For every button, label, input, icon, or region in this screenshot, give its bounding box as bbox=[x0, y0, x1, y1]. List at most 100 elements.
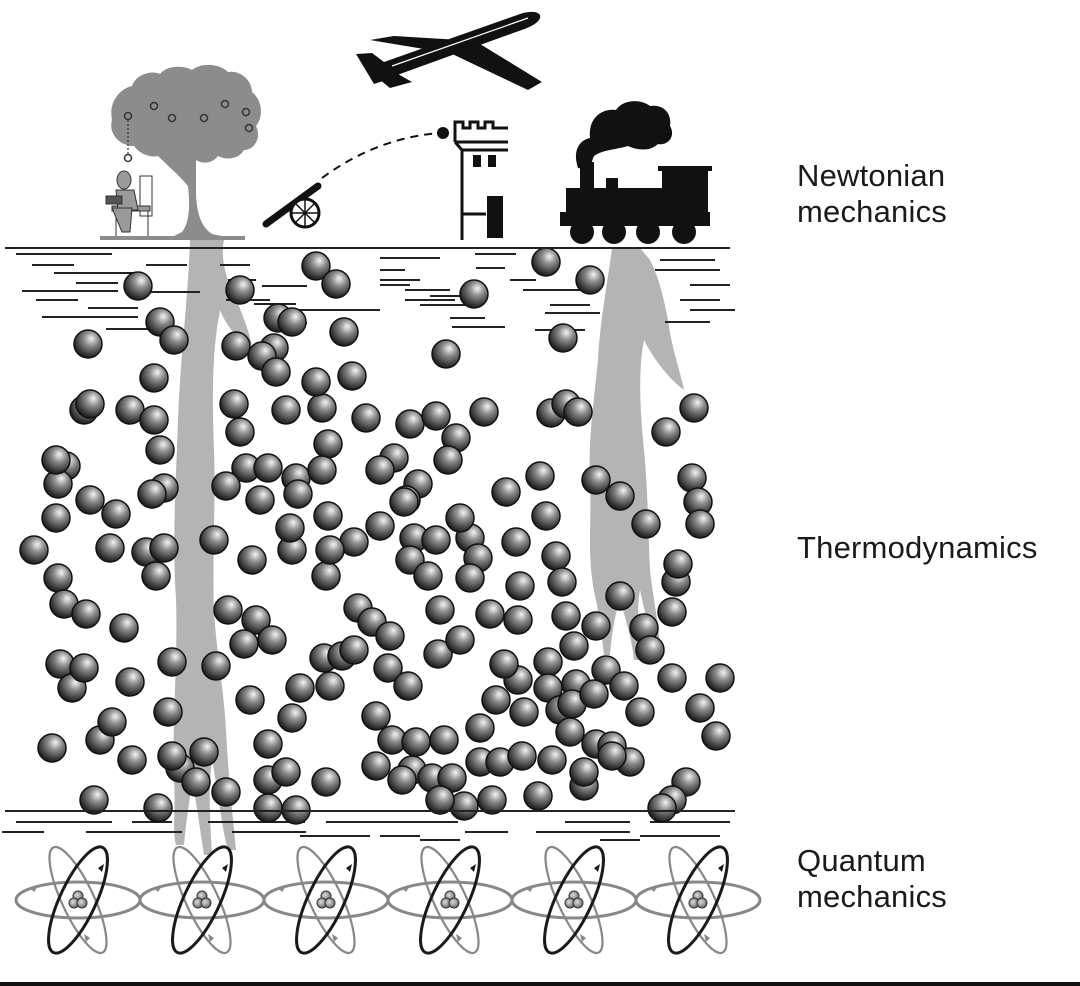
gas-molecule bbox=[685, 693, 715, 723]
gas-molecule bbox=[283, 479, 313, 509]
orbit-arrow bbox=[718, 864, 724, 872]
gas-molecule bbox=[425, 595, 455, 625]
gas-molecule bbox=[311, 561, 341, 591]
gas-molecule bbox=[547, 567, 577, 597]
gas-molecule bbox=[157, 741, 187, 771]
label-line: Thermodynamics bbox=[797, 530, 1038, 565]
orbit-arrow bbox=[98, 864, 104, 872]
gas-molecule bbox=[635, 635, 665, 665]
gas-molecule bbox=[329, 317, 359, 347]
gas-molecule bbox=[221, 331, 251, 361]
gas-molecule bbox=[705, 663, 735, 693]
gas-molecule bbox=[257, 625, 287, 655]
gas-molecule bbox=[301, 251, 331, 281]
orbit-tilted-gray bbox=[296, 845, 356, 955]
gas-molecule bbox=[235, 685, 265, 715]
orbit-arrow bbox=[222, 864, 228, 872]
gas-molecule bbox=[95, 533, 125, 563]
gas-molecule bbox=[657, 663, 687, 693]
orbit-tilted-dark bbox=[543, 845, 605, 955]
gas-molecule bbox=[321, 269, 351, 299]
gas-molecule bbox=[701, 721, 731, 751]
gas-molecule bbox=[101, 499, 131, 529]
gas-molecule bbox=[115, 667, 145, 697]
gas-molecule bbox=[211, 471, 241, 501]
gas-molecule bbox=[389, 487, 419, 517]
gas-molecule bbox=[219, 389, 249, 419]
orbit-tilted-dark bbox=[295, 845, 357, 955]
gas-molecule bbox=[189, 737, 219, 767]
gas-molecule bbox=[551, 601, 581, 631]
orbit-arrow bbox=[402, 886, 410, 892]
gas-molecule bbox=[361, 751, 391, 781]
gas-molecule bbox=[505, 571, 535, 601]
gas-molecule bbox=[75, 485, 105, 515]
orbit-tilted-gray bbox=[48, 845, 108, 955]
gas-molecule bbox=[365, 455, 395, 485]
gas-molecule bbox=[481, 685, 511, 715]
atom-icon bbox=[386, 845, 514, 955]
airplane-icon bbox=[356, 11, 542, 90]
gas-molecule bbox=[373, 653, 403, 683]
gas-molecule bbox=[445, 625, 475, 655]
orbit-arrow bbox=[208, 934, 214, 942]
gas-molecule bbox=[143, 793, 173, 823]
orbit-arrow bbox=[526, 886, 534, 892]
nucleus-icon bbox=[192, 890, 212, 909]
locomotive-root bbox=[589, 248, 684, 660]
orbit-tilted-dark bbox=[171, 845, 233, 955]
gas-molecule bbox=[159, 325, 189, 355]
gas-molecule bbox=[229, 629, 259, 659]
gas-molecule bbox=[149, 533, 179, 563]
gas-molecule bbox=[315, 671, 345, 701]
gas-molecule bbox=[71, 599, 101, 629]
gas-molecule bbox=[548, 323, 578, 353]
gas-molecule bbox=[433, 445, 463, 475]
gas-molecule bbox=[423, 639, 453, 669]
orbit-arrow bbox=[650, 886, 658, 892]
gas-molecule bbox=[491, 477, 521, 507]
gas-molecule bbox=[199, 525, 229, 555]
orbit-arrow bbox=[346, 864, 352, 872]
gas-molecule bbox=[387, 765, 417, 795]
gas-molecule bbox=[507, 741, 537, 771]
gas-molecule bbox=[579, 679, 609, 709]
newton-under-apple-tree-icon bbox=[100, 64, 261, 240]
label-quantum-mechanics: Quantum mechanics bbox=[797, 843, 947, 915]
gas-molecule bbox=[75, 389, 105, 419]
orbit-arrow bbox=[456, 934, 462, 942]
gas-molecule bbox=[559, 631, 589, 661]
gas-molecule bbox=[625, 697, 655, 727]
gas-molecule bbox=[73, 329, 103, 359]
gas-molecule bbox=[533, 647, 563, 677]
gas-molecule bbox=[117, 745, 147, 775]
gas-molecule bbox=[597, 741, 627, 771]
orbit-arrow bbox=[594, 864, 600, 872]
orbit-arrow bbox=[278, 886, 286, 892]
quantum-boundary-strata bbox=[2, 821, 730, 841]
nucleus-icon bbox=[316, 890, 336, 909]
gas-molecule bbox=[531, 247, 561, 277]
cannon-icon bbox=[262, 182, 322, 229]
orbit-tilted-gray bbox=[420, 845, 480, 955]
gas-molecule bbox=[563, 397, 593, 427]
gas-molecule bbox=[413, 561, 443, 591]
orbit-arrow bbox=[84, 934, 90, 942]
gas-molecule bbox=[465, 713, 495, 743]
gas-molecule bbox=[679, 393, 709, 423]
gas-molecule bbox=[225, 275, 255, 305]
gas-molecule bbox=[139, 405, 169, 435]
gas-molecule bbox=[79, 785, 109, 815]
gas-molecule bbox=[225, 417, 255, 447]
nucleus-icon bbox=[68, 890, 88, 909]
gas-molecule bbox=[421, 401, 451, 431]
newtonian-ground-strata bbox=[16, 253, 735, 331]
gas-molecule bbox=[393, 671, 423, 701]
gas-molecule bbox=[425, 785, 455, 815]
nucleus-icon bbox=[564, 890, 584, 909]
gas-molecule bbox=[181, 767, 211, 797]
gas-molecule bbox=[245, 485, 275, 515]
gas-molecule bbox=[153, 697, 183, 727]
gas-molecule bbox=[581, 465, 611, 495]
atom-icon bbox=[634, 845, 762, 955]
